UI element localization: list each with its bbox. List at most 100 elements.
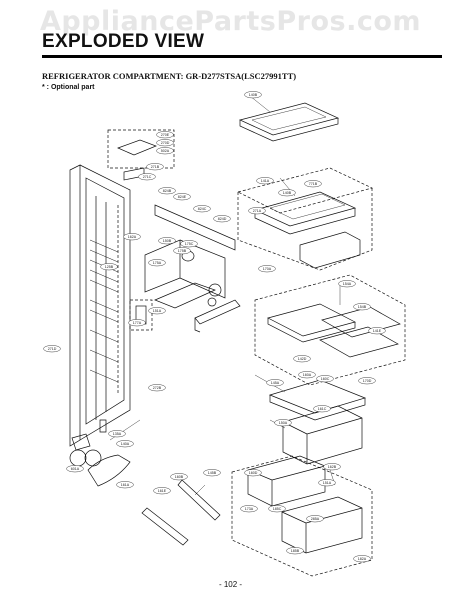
callout-bubble — [108, 430, 126, 438]
part-label: 824C — [198, 207, 207, 211]
upper-drawer-assembly — [237, 167, 374, 271]
part-label: 160D — [249, 471, 258, 475]
part-label: 271C — [143, 175, 152, 179]
callout-bubble — [156, 131, 174, 139]
callout-bubble — [203, 469, 221, 477]
part-label: 285A — [311, 517, 320, 521]
part-label: 771B — [309, 182, 318, 186]
lower-rails — [69, 419, 221, 546]
part-label: 141E — [373, 329, 382, 333]
callout-bubble — [293, 355, 311, 363]
callout-bubble — [116, 481, 134, 489]
part-label: 824D — [218, 217, 227, 221]
callout-bubble — [156, 139, 174, 147]
part-label: 182A — [358, 557, 367, 561]
part-label: 271B — [151, 165, 160, 169]
part-label: 160C — [321, 377, 330, 381]
part-label: 175A — [153, 261, 162, 265]
callout-bubble — [304, 180, 322, 188]
callout-bubble — [316, 375, 334, 383]
part-label: 601A — [71, 467, 80, 471]
callout-bubble — [278, 189, 296, 197]
callout-bubble — [306, 515, 324, 523]
part-label: 170D — [363, 379, 372, 383]
part-label: 271D — [48, 347, 57, 351]
callout-bubble — [156, 147, 174, 155]
callout-bubble — [173, 247, 191, 255]
callout-bubble — [353, 303, 371, 311]
callout-bubble — [274, 419, 292, 427]
part-label: 161A — [121, 483, 130, 487]
callout-bubble — [173, 193, 191, 201]
part-label: 502A — [161, 149, 170, 153]
title-underline — [42, 55, 442, 58]
callout-bubble — [240, 505, 258, 513]
part-label: 150A — [279, 421, 288, 425]
callout-bubble — [153, 487, 171, 495]
part-label: 160B — [175, 475, 184, 479]
callout-bubble — [148, 307, 166, 315]
cabinet-wall — [69, 164, 131, 447]
callout-bubble — [338, 280, 356, 288]
callout-bubble — [148, 384, 166, 392]
part-label: 154A — [343, 282, 352, 286]
top-cover — [238, 102, 340, 142]
part-label: 145A — [271, 381, 280, 385]
part-label: 270D — [161, 141, 170, 145]
callout-bubble — [123, 233, 141, 241]
shelf-rail — [194, 299, 241, 333]
callout-bubble — [258, 265, 276, 273]
part-label: 175C — [185, 242, 194, 246]
callout-bubble — [318, 479, 336, 487]
part-label: 824B — [163, 189, 172, 193]
part-label: 270E — [161, 133, 170, 137]
part-label: 271A — [253, 209, 262, 213]
callout-bubble — [116, 440, 134, 448]
part-label: 151A — [323, 481, 332, 485]
part-label: 175B — [178, 249, 187, 253]
part-label: 125B — [105, 265, 114, 269]
part-label: 170A — [263, 267, 272, 271]
part-label: 161C — [318, 407, 327, 411]
callout-bubble — [128, 319, 146, 327]
part-label: 141A — [261, 179, 270, 183]
callout-bubble — [100, 263, 118, 271]
callout-bubble — [266, 379, 284, 387]
callout-bubble — [213, 215, 231, 223]
page-number: - 102 - — [218, 580, 243, 589]
part-label: 142D — [298, 357, 307, 361]
callout-bubble — [170, 473, 188, 481]
callout-bubble — [66, 465, 84, 473]
callout-bubble — [358, 377, 376, 385]
callout-bubble — [368, 327, 386, 335]
optional-part-note: * : Optional part — [42, 84, 95, 91]
page-title: EXPLODED VIEW — [42, 31, 205, 52]
part-label: 162B — [328, 465, 337, 469]
part-label: 185C — [273, 507, 282, 511]
callout-bubble — [180, 240, 198, 248]
callout-bubble — [248, 207, 266, 215]
part-label: 162A — [128, 235, 137, 239]
part-label: 151A — [153, 309, 162, 313]
part-label: 154B — [358, 305, 367, 309]
part-label: 177A — [133, 321, 142, 325]
mid-shelf-assembly — [254, 274, 406, 386]
callout-bubble — [138, 173, 156, 181]
callout-bubble — [244, 91, 262, 99]
callout-bubble — [158, 187, 176, 195]
part-label: 140A — [121, 442, 130, 446]
crisper-assembly — [268, 379, 367, 465]
part-label: 185B — [291, 549, 300, 553]
part-label: 161E — [158, 489, 167, 493]
part-label: 272B — [153, 386, 162, 390]
callout-bubble — [298, 371, 316, 379]
part-label: 135A — [113, 432, 122, 436]
part-label: 150B — [163, 239, 172, 243]
callout-bubble — [158, 237, 176, 245]
callout-bubble — [43, 345, 61, 353]
callout-bubble — [244, 469, 262, 477]
part-label: 145B — [208, 471, 217, 475]
part-label: 140B — [283, 191, 292, 195]
callout-bubble — [256, 177, 274, 185]
